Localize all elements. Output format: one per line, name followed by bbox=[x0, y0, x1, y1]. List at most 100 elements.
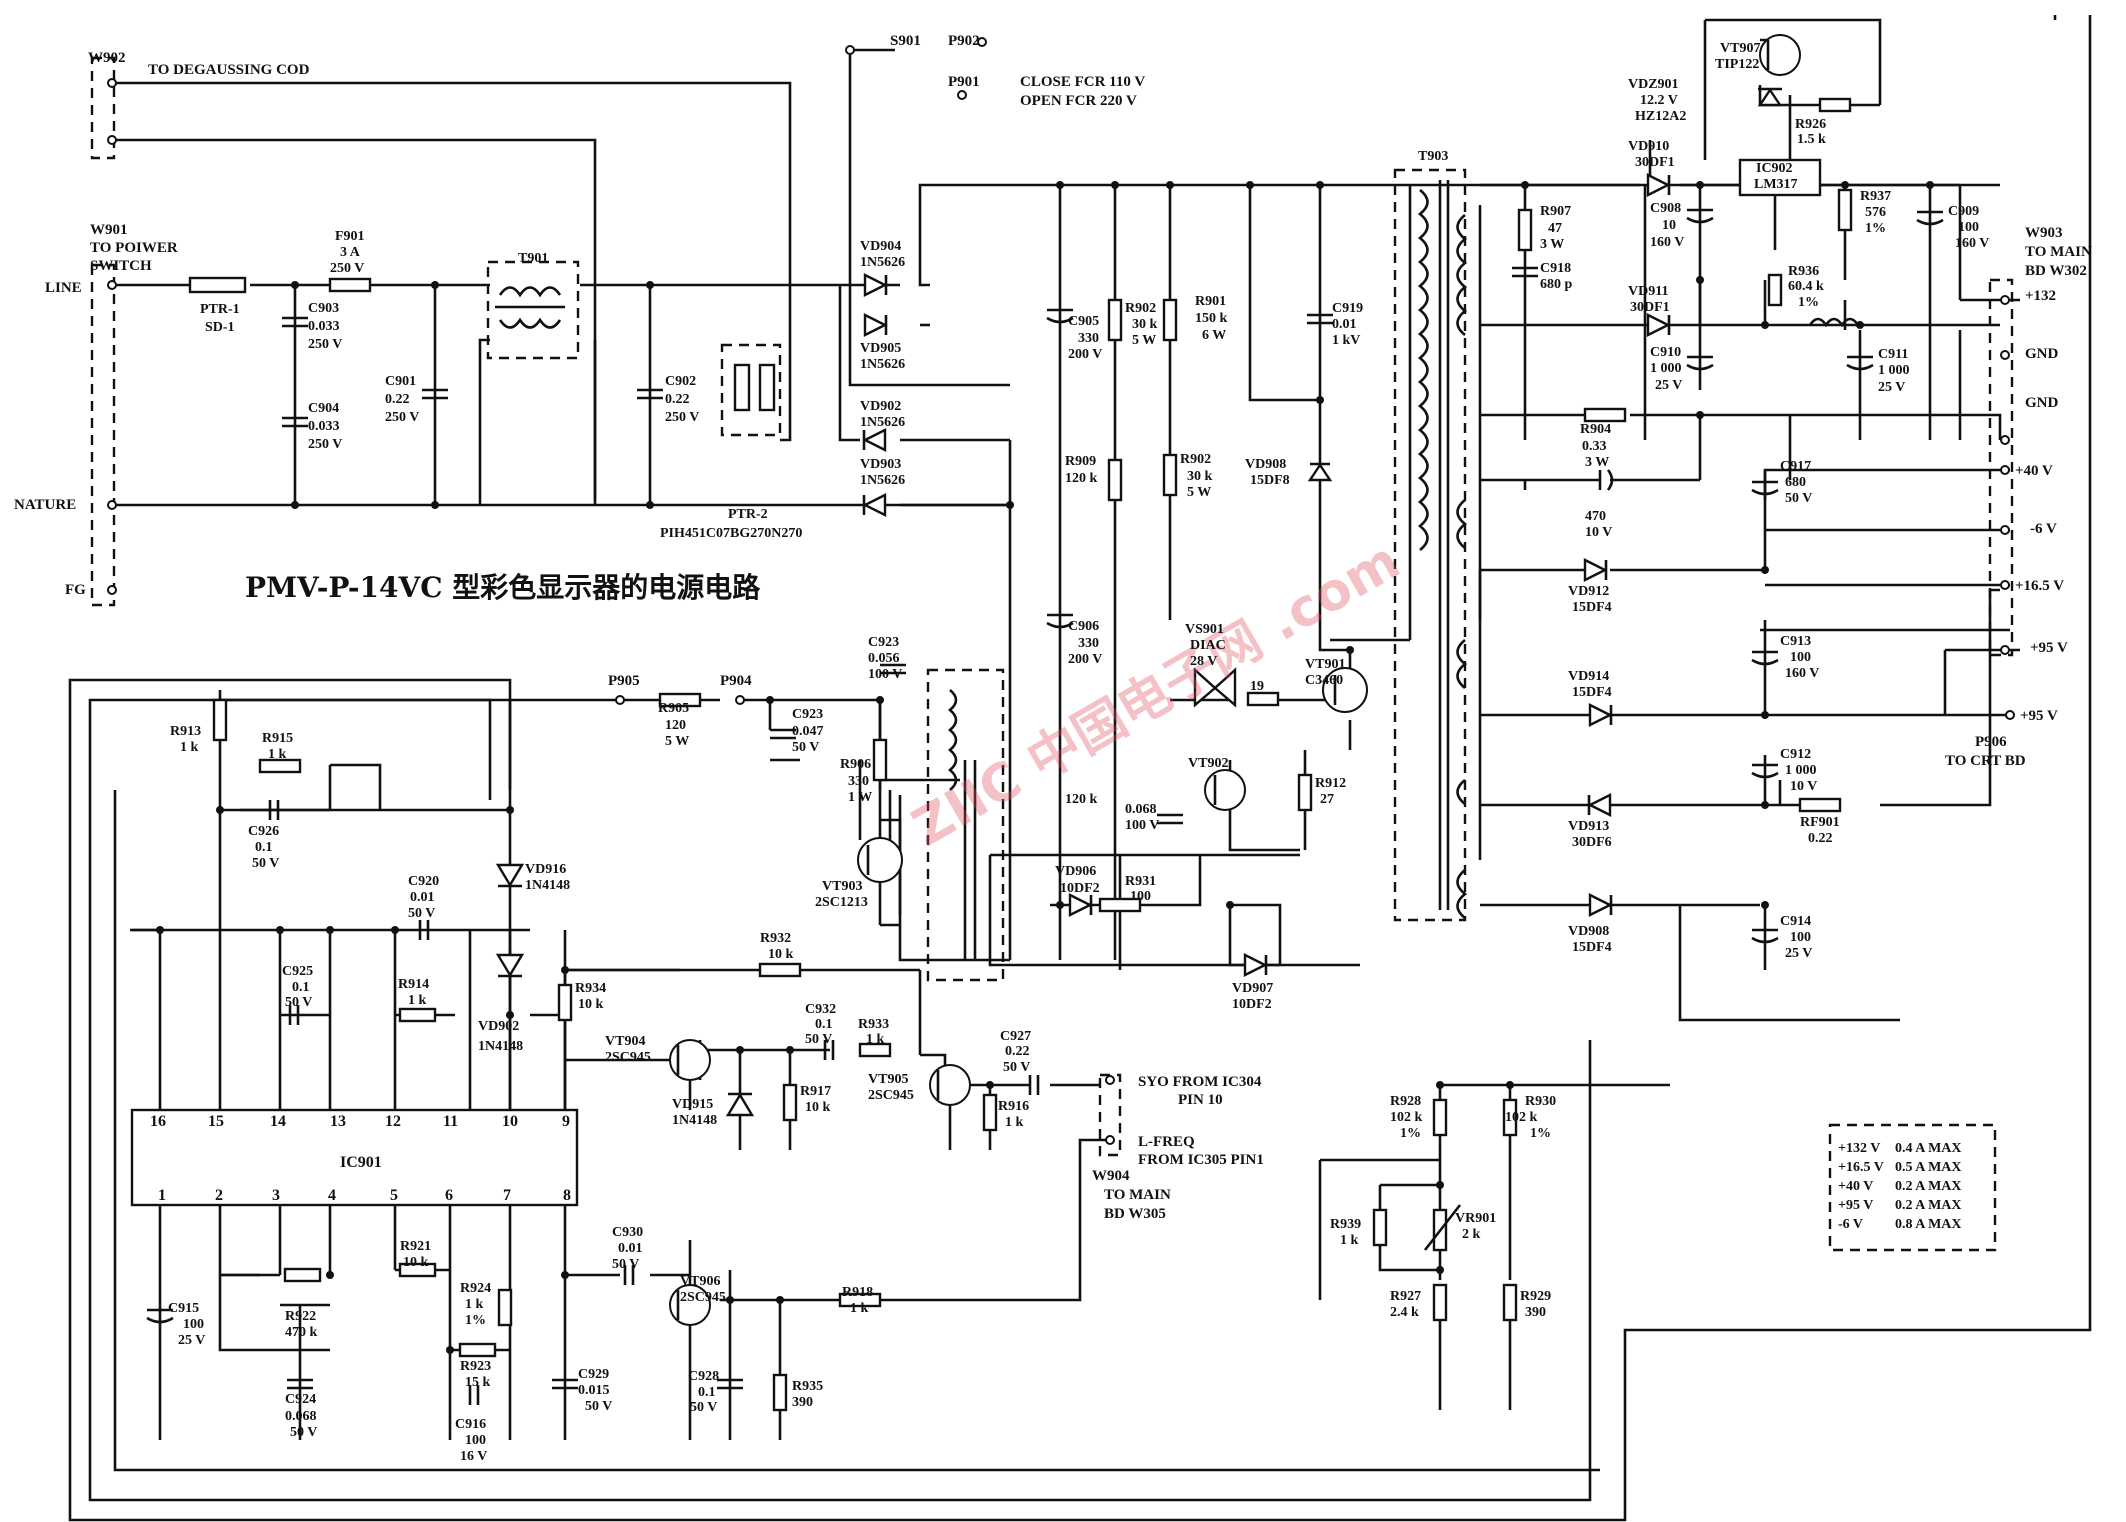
svg-text:R902: R902 bbox=[1180, 452, 1211, 467]
vd902b-diode bbox=[495, 953, 525, 978]
svg-text:1 k: 1 k bbox=[408, 993, 427, 1008]
svg-text:C914: C914 bbox=[1780, 914, 1811, 929]
svg-text:W904: W904 bbox=[1092, 1168, 1130, 1184]
svg-text:VT901: VT901 bbox=[1305, 657, 1345, 672]
svg-text:C902: C902 bbox=[665, 374, 696, 389]
svg-text:100: 100 bbox=[1958, 220, 1979, 235]
svg-text:FROM IC305 PIN1: FROM IC305 PIN1 bbox=[1138, 1152, 1264, 1168]
svg-text:0.033: 0.033 bbox=[308, 419, 340, 434]
svg-text:1N4148: 1N4148 bbox=[478, 1039, 523, 1054]
svg-text:120: 120 bbox=[665, 718, 686, 733]
svg-text:1 000: 1 000 bbox=[1878, 363, 1910, 378]
svg-text:TO MAIN: TO MAIN bbox=[2025, 244, 2092, 260]
svg-text:R928: R928 bbox=[1390, 1094, 1421, 1109]
svg-text:C901: C901 bbox=[385, 374, 416, 389]
svg-text:200 V: 200 V bbox=[1068, 347, 1102, 362]
svg-text:0.4 A MAX: 0.4 A MAX bbox=[1895, 1141, 1962, 1156]
svg-text:R922: R922 bbox=[285, 1309, 316, 1324]
c920-cap bbox=[418, 920, 430, 940]
svg-text:250 V: 250 V bbox=[308, 437, 342, 452]
vdz901-zener bbox=[1757, 87, 1783, 107]
svg-text:VD913: VD913 bbox=[1568, 819, 1609, 834]
svg-text:160 V: 160 V bbox=[1955, 236, 1989, 251]
r907-resistor bbox=[1517, 208, 1533, 252]
svg-text:2.4 k: 2.4 k bbox=[1390, 1305, 1419, 1320]
vd916-diode bbox=[495, 863, 525, 888]
r902a-resistor bbox=[1107, 298, 1123, 342]
svg-text:1: 1 bbox=[158, 1187, 166, 1204]
svg-text:C916: C916 bbox=[455, 1417, 486, 1432]
svg-text:BD W302: BD W302 bbox=[2025, 263, 2087, 279]
svg-text:VD916: VD916 bbox=[525, 862, 566, 877]
svg-text:1N5626: 1N5626 bbox=[860, 473, 905, 488]
svg-text:C918: C918 bbox=[1540, 261, 1571, 276]
r924-resistor bbox=[497, 1288, 513, 1327]
svg-text:R923: R923 bbox=[460, 1359, 491, 1374]
c913-cap bbox=[1751, 650, 1779, 666]
svg-text:1 k: 1 k bbox=[268, 747, 287, 762]
vt907-transistor bbox=[1759, 34, 1801, 76]
t903-transformer bbox=[1417, 180, 1468, 920]
r914-resistor bbox=[398, 1007, 437, 1023]
svg-text:VT903: VT903 bbox=[822, 879, 862, 894]
c926-cap bbox=[268, 800, 280, 820]
t901-coil bbox=[495, 286, 565, 329]
c916-cap bbox=[468, 1385, 480, 1405]
svg-text:R915: R915 bbox=[262, 731, 293, 746]
r916-resistor bbox=[982, 1093, 998, 1132]
svg-text:C930: C930 bbox=[612, 1225, 643, 1240]
svg-text:2SC945: 2SC945 bbox=[605, 1050, 651, 1065]
r909-resistor bbox=[1107, 458, 1123, 502]
svg-text:R918: R918 bbox=[842, 1285, 873, 1300]
component-symbols bbox=[130, 34, 1944, 1412]
r902b-resistor bbox=[1162, 453, 1178, 497]
vt904-transistor bbox=[669, 1039, 711, 1081]
c915-cap bbox=[146, 1308, 174, 1324]
r928-resistor bbox=[1432, 1098, 1448, 1137]
t903-drive-winding bbox=[947, 689, 958, 791]
r921-resistor bbox=[398, 1262, 437, 1278]
svg-text:11: 11 bbox=[443, 1113, 458, 1130]
svg-text:FG: FG bbox=[65, 582, 86, 598]
svg-text:T903: T903 bbox=[1418, 149, 1448, 164]
svg-text:0.2 A MAX: 0.2 A MAX bbox=[1895, 1179, 1962, 1194]
svg-text:GND: GND bbox=[2025, 346, 2059, 362]
svg-text:0.033: 0.033 bbox=[308, 319, 340, 334]
c909-cap bbox=[1916, 210, 1944, 226]
svg-text:HZ12A2: HZ12A2 bbox=[1635, 109, 1686, 124]
svg-text:16 V: 16 V bbox=[460, 1449, 487, 1464]
svg-text:SWITCH: SWITCH bbox=[90, 258, 152, 274]
svg-text:SD-1: SD-1 bbox=[205, 320, 235, 335]
svg-text:VD908: VD908 bbox=[1245, 457, 1286, 472]
vd904-diode bbox=[863, 273, 888, 297]
svg-text:C928: C928 bbox=[688, 1369, 719, 1384]
svg-text:0.5 A MAX: 0.5 A MAX bbox=[1895, 1160, 1962, 1175]
svg-text:0.22: 0.22 bbox=[665, 392, 690, 407]
vr901-pot bbox=[1423, 1204, 1462, 1252]
svg-text:R921: R921 bbox=[400, 1239, 431, 1254]
svg-text:50 V: 50 V bbox=[408, 906, 435, 921]
svg-text:RF901: RF901 bbox=[1800, 815, 1840, 830]
c470-cap bbox=[1598, 469, 1614, 491]
svg-text:1%: 1% bbox=[1798, 295, 1819, 310]
ptr2-element bbox=[733, 363, 751, 412]
svg-text:7: 7 bbox=[503, 1187, 511, 1204]
svg-text:390: 390 bbox=[1525, 1305, 1546, 1320]
svg-text:VS901: VS901 bbox=[1185, 622, 1224, 637]
svg-text:250 V: 250 V bbox=[385, 410, 419, 425]
svg-text:PIH451C07BG270N270: PIH451C07BG270N270 bbox=[660, 526, 802, 541]
svg-text:10 V: 10 V bbox=[1585, 525, 1612, 540]
vd906-diode bbox=[1068, 893, 1093, 917]
svg-text:15DF4: 15DF4 bbox=[1572, 685, 1612, 700]
svg-text:R926: R926 bbox=[1795, 117, 1826, 132]
svg-text:+40 V: +40 V bbox=[2015, 463, 2053, 479]
r934-resistor bbox=[557, 983, 573, 1022]
svg-text:R939: R939 bbox=[1330, 1217, 1361, 1232]
svg-text:C925: C925 bbox=[282, 964, 313, 979]
svg-text:2SC1213: 2SC1213 bbox=[815, 895, 868, 910]
r927-resistor bbox=[1432, 1283, 1448, 1322]
c906-cap bbox=[1046, 613, 1074, 629]
svg-text:100: 100 bbox=[465, 1433, 486, 1448]
svg-text:50 V: 50 V bbox=[612, 1257, 639, 1272]
svg-text:5 W: 5 W bbox=[1132, 333, 1156, 348]
